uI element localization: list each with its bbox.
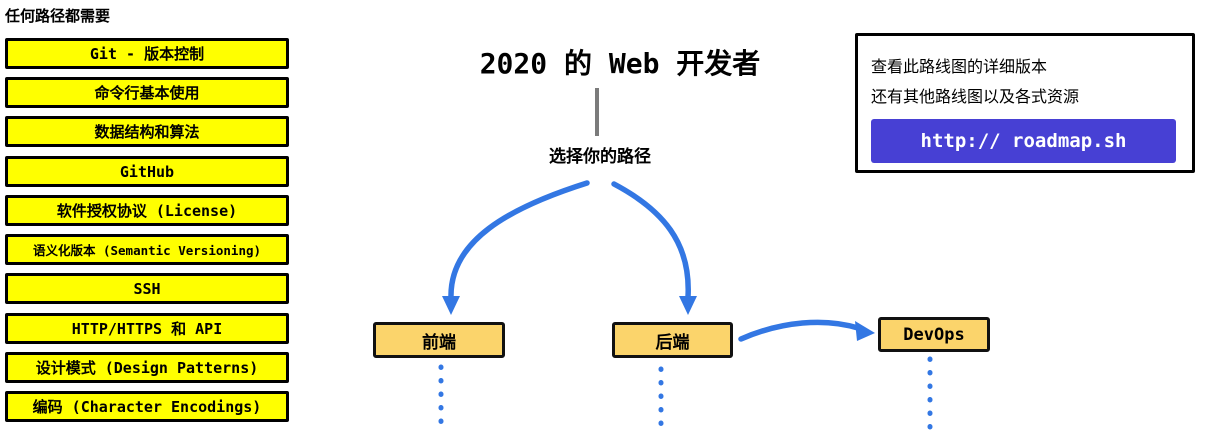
- info-line-2: 还有其他路线图以及各式资源: [871, 87, 1080, 106]
- required-item-design-patterns[interactable]: 设计模式 (Design Patterns): [5, 352, 289, 383]
- required-item-http-api[interactable]: HTTP/HTTPS 和 API: [5, 313, 289, 344]
- required-item-semver[interactable]: 语义化版本 (Semantic Versioning): [5, 234, 289, 265]
- path-node-backend[interactable]: 后端: [612, 322, 733, 358]
- page-title: 2020 的 Web 开发者: [479, 47, 761, 80]
- required-section-heading: 任何路径都需要: [5, 7, 111, 25]
- arrow-to-frontend: [448, 180, 590, 300]
- required-item-github[interactable]: GitHub: [5, 156, 289, 187]
- arrow-to-backend: [611, 181, 691, 300]
- info-box: 查看此路线图的详细版本 还有其他路线图以及各式资源 http:// roadma…: [855, 33, 1195, 173]
- arrow-backend-to-devops: [738, 319, 861, 342]
- required-item-git[interactable]: Git - 版本控制: [5, 38, 289, 69]
- required-item-command-line[interactable]: 命令行基本使用: [5, 77, 289, 108]
- path-node-frontend[interactable]: 前端: [373, 322, 505, 358]
- arrowhead-devops-icon: [855, 321, 875, 341]
- required-item-license[interactable]: 软件授权协议 (License): [5, 195, 289, 226]
- arrowhead-frontend-icon: [442, 296, 460, 315]
- arrowhead-backend-icon: [679, 296, 697, 315]
- info-line-1: 查看此路线图的详细版本: [871, 57, 1048, 76]
- path-node-devops[interactable]: DevOps: [878, 317, 990, 352]
- title-connector-line: [595, 88, 599, 136]
- required-item-ssh[interactable]: SSH: [5, 273, 289, 304]
- choose-path-label: 选择你的路径: [549, 147, 651, 167]
- roadmap-link-button[interactable]: http:// roadmap.sh: [871, 119, 1176, 163]
- required-item-encodings[interactable]: 编码 (Character Encodings): [5, 391, 289, 422]
- required-item-data-structures[interactable]: 数据结构和算法: [5, 116, 289, 147]
